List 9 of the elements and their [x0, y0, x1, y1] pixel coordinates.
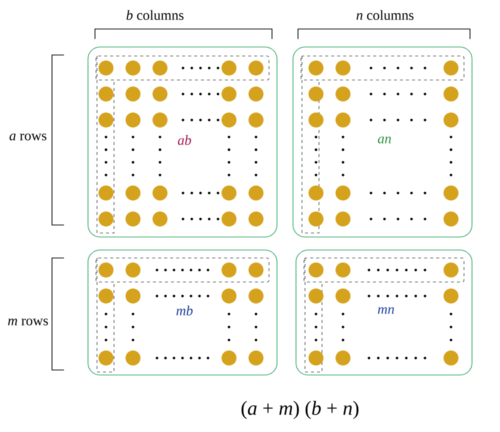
- grid-box: mn: [296, 250, 472, 376]
- grid-box: an: [292, 46, 472, 238]
- grid-box: mb: [88, 250, 278, 376]
- axis-label: b columns: [126, 10, 184, 20]
- formula-text: (a + m) (b + n): [242, 400, 358, 420]
- grid-box: ab: [88, 46, 278, 238]
- axis-label: a rows: [10, 134, 46, 140]
- axis-label: n columns: [356, 10, 414, 20]
- axis-label: m rows: [8, 318, 48, 326]
